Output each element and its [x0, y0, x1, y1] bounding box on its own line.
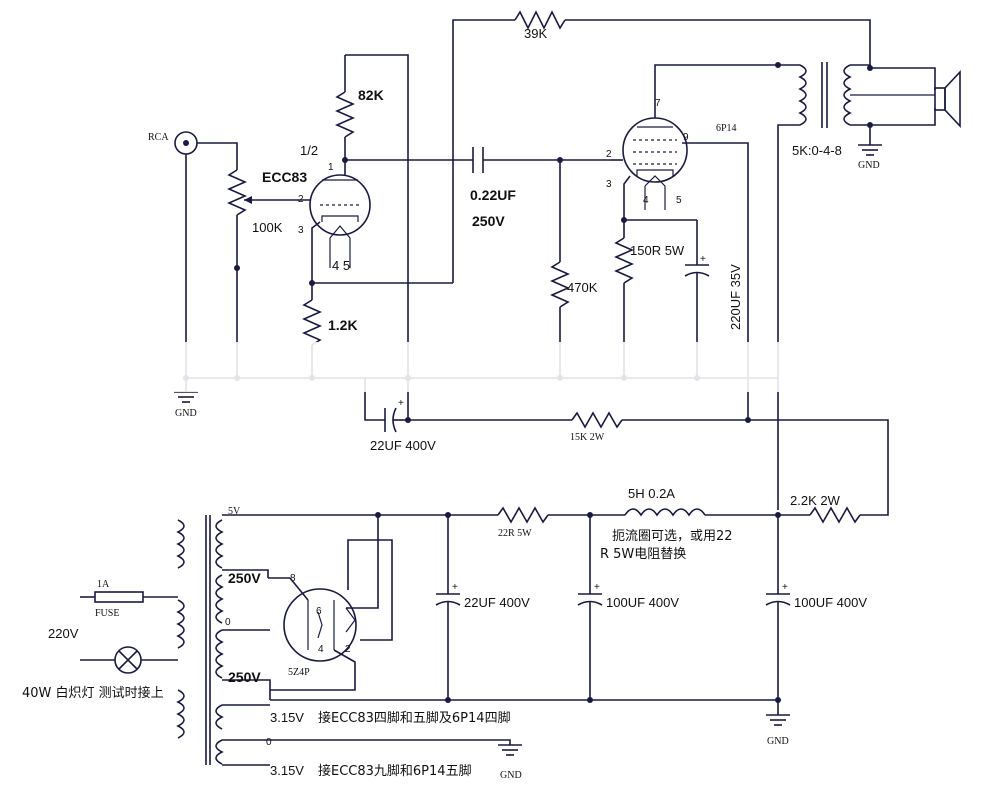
svg-text:+: + [452, 582, 458, 593]
label-fuse: FUSE [95, 608, 119, 619]
svg-text:9: 9 [683, 132, 689, 143]
svg-text:6: 6 [316, 606, 322, 617]
label-22r: 22R 5W [498, 528, 532, 539]
label-82k: 82K [358, 87, 384, 103]
choke-5h: 5H 0.2A 扼流圈可选，或用22 R 5W电阻替换 [590, 486, 778, 562]
potentiometer-100k: 100K [227, 169, 310, 378]
label-choke-note2: R 5W电阻替换 [600, 547, 686, 562]
label-gnd-ot: GND [858, 160, 880, 171]
label-heater2-note: 接ECC83九脚和6P14五脚 [318, 763, 472, 779]
svg-text:2: 2 [606, 149, 612, 160]
label-6p14: 6P14 [716, 123, 737, 134]
power-transformer: 5V 250V 0 250V 3.15V 接ECC83四脚和五脚及6P14四脚 … [176, 506, 511, 779]
svg-text:0: 0 [225, 617, 231, 628]
label-22uf-filter: 22UF 400V [464, 595, 530, 610]
label-0-22uf: 0.22UF [470, 187, 516, 203]
capacitor-100uf-a: + 100UF 400V [577, 515, 679, 700]
label-250v-b: 250V [228, 669, 261, 685]
label-gnd-psu: GND [767, 736, 789, 747]
label-15k: 15K 2W [570, 432, 605, 443]
svg-text:3: 3 [298, 225, 304, 236]
svg-text:7: 7 [655, 98, 661, 109]
label-rca: RCA [148, 132, 169, 143]
label-150r: 150R 5W [630, 243, 685, 258]
tube-ecc83: 2 3 4 5 [298, 174, 371, 273]
label-470k: 470K [567, 280, 598, 295]
label-ecc83: ECC83 [262, 169, 307, 185]
rca-jack: RCA [148, 131, 238, 378]
label-39k: 39K [524, 26, 547, 41]
label-heater2-v: 3.15V [270, 763, 304, 778]
label-220v: 220V [48, 626, 79, 641]
feedback-resistor-39k: 39K [452, 10, 871, 283]
label-gnd-heater: GND [500, 770, 522, 781]
label-250v-a: 250V [228, 570, 261, 586]
svg-text:8: 8 [290, 573, 296, 584]
ground-symbol-heater: GND [498, 744, 522, 781]
label-fuse-rating: 1A [97, 579, 110, 590]
label-100uf-a: 100UF 400V [606, 595, 679, 610]
label-choke: 5H 0.2A [628, 486, 675, 501]
svg-text:+: + [398, 398, 404, 409]
resistor-150r: 150R 5W [614, 220, 685, 378]
svg-text:3: 3 [606, 179, 612, 190]
label-5z4p: 5Z4P [288, 667, 310, 678]
svg-text:2: 2 [345, 644, 351, 655]
speaker-icon [934, 69, 961, 129]
ground-symbol-psu: GND [766, 714, 790, 747]
svg-text:4: 4 [643, 195, 649, 206]
capacitor-100uf-b: + 100UF 400V [765, 515, 867, 715]
resistor-15k: 15K 2W [408, 411, 889, 516]
label-choke-note1: 扼流圈可选，或用22 [612, 529, 733, 544]
label-heater1-note: 接ECC83四脚和五脚及6P14四脚 [318, 710, 511, 726]
capacitor-22uf-filter: + 22UF 400V [435, 515, 530, 700]
label-100k: 100K [252, 220, 283, 235]
resistor-2-2k: 2.2K 2W [778, 493, 861, 524]
label-2-2k: 2.2K 2W [790, 493, 841, 508]
label-heater1-v: 3.15V [270, 710, 304, 725]
label-250v: 250V [472, 213, 505, 229]
svg-text:+: + [782, 582, 788, 593]
resistor-470k: 470K [550, 160, 598, 378]
label-gnd-main: GND [175, 408, 197, 419]
fuse: 1A FUSE [80, 579, 178, 619]
svg-text:4: 4 [318, 644, 324, 655]
lamp-icon: 40W 白炽灯 测试时接上 [22, 646, 178, 701]
label-lamp: 40W 白炽灯 测试时接上 [22, 685, 164, 701]
label-100uf-b: 100UF 400V [794, 595, 867, 610]
capacitor-22uf-decouple: + 22UF 400V [364, 378, 436, 453]
coupling-capacitor-0-22uf: 0.22UF 250V [470, 147, 610, 229]
resistor-22r: 22R 5W [448, 506, 590, 539]
svg-text:4 5: 4 5 [332, 258, 350, 273]
output-transformer: GND 5K:0-4-8 [777, 62, 936, 510]
watermark-band [0, 342, 1000, 392]
tube-6p14: 7 9 2 3 4 5 6P14 [606, 98, 737, 210]
label-1-2k: 1.2K [328, 317, 358, 333]
label-220uf: 220UF 35V [728, 264, 743, 330]
label-half: 1/2 [300, 143, 318, 158]
label-22uf-decouple: 22UF 400V [370, 438, 436, 453]
svg-text:0: 0 [266, 737, 272, 748]
svg-text:1: 1 [328, 162, 334, 173]
label-5v: 5V [228, 506, 241, 517]
resistor-82k: 82K [335, 55, 384, 160]
svg-text:5: 5 [676, 195, 682, 206]
svg-text:+: + [700, 254, 706, 265]
svg-text:+: + [594, 582, 600, 593]
label-ot-ratio: 5K:0-4-8 [792, 143, 842, 158]
tube-5z4p: 8 2 4 6 5Z4P [268, 515, 393, 691]
